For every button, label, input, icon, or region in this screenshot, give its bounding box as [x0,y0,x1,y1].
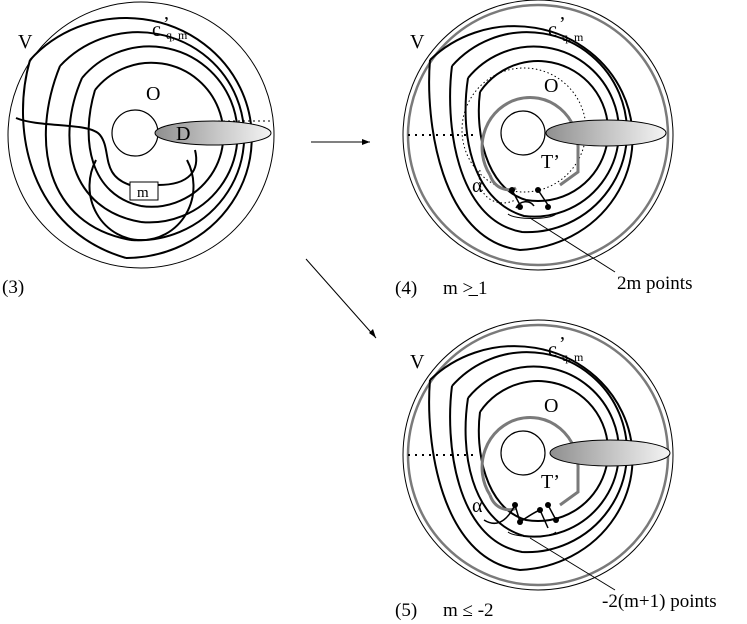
panel-3: m V O D c ’ q, m (3) [2,1,275,298]
meridian-disk [549,439,671,467]
caption-4-condition: m >̲ 1 [443,278,488,299]
label-c-sub: q, m [562,350,584,364]
label-V: V [410,351,425,373]
arc-alpha [511,189,549,209]
callout-text: -2(m+1) points [602,591,717,612]
inner-hole [500,430,546,476]
label-c: c [548,339,557,361]
callout-text: 2m points [617,273,692,294]
label-V: V [18,31,33,53]
caption-3: (3) [2,277,24,298]
label-c-prime: ’ [559,333,566,355]
label-T-prime: T’ [541,151,560,173]
caption-5-condition: m ≤ -2 [443,600,494,621]
solid-torus-outer-boundary [402,319,674,591]
crossing-strand [15,117,131,186]
label-V: V [410,31,425,53]
label-O: O [544,75,558,97]
label-c-sub: q, m [166,28,188,42]
label-c-sub: q, m [562,30,584,44]
callout-line [529,537,616,591]
twist-box-m [129,181,159,201]
inner-hole [111,109,159,157]
caption-5-number: (5) [395,600,417,621]
label-alpha: α [472,175,483,197]
label-alpha: α [472,495,483,517]
curve-c-arcs [428,345,634,572]
label-O: O [544,395,558,417]
panel-4: V O T’ α c ’ q, m 2m points (4) m >̲ 1 [395,0,692,299]
box-label: m [137,185,149,201]
curve-c-arcs [428,25,634,252]
label-c: c [548,19,557,41]
meridian-disk [545,119,667,147]
solid-torus-outer-boundary [402,0,674,271]
label-c: c [152,19,161,41]
label-c-prime: ’ [163,13,170,35]
label-O: O [146,83,160,105]
arrow-to-5 [305,258,377,339]
arrow-to-4 [311,139,370,145]
panel-5: V O T’ α c ’ q, m -2(m+1) points (5) m ≤… [395,319,717,621]
solid-torus-outer-boundary [7,1,275,269]
meridian-disk-D [154,120,272,146]
curve-c-arcs [29,17,253,259]
caption-4-number: (4) [395,278,417,299]
label-T-prime: T’ [541,471,560,493]
label-D: D [176,123,190,145]
label-c-prime: ’ [559,13,566,35]
inner-hole [500,110,546,156]
callout-line [529,217,616,273]
